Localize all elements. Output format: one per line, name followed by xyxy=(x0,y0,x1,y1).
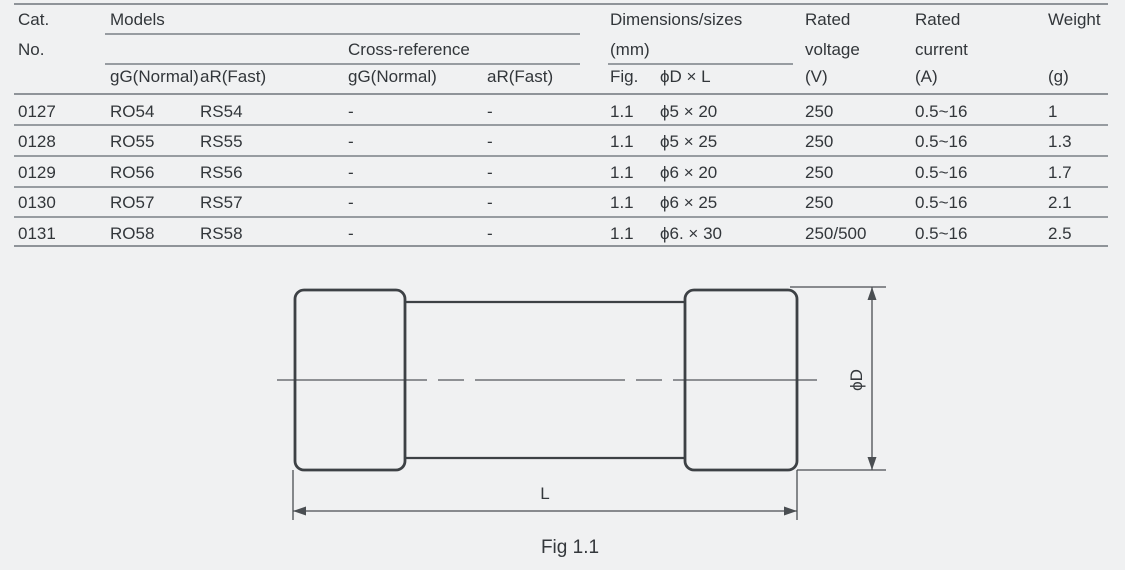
dim-l-arrow-left xyxy=(293,506,306,516)
cell-model-ar: RS58 xyxy=(200,224,243,243)
table-row: 0129 RO56 RS56 - - 1.1 ϕ6 × 20 250 0.5~1… xyxy=(14,159,1108,187)
table-top-rule xyxy=(14,3,1108,5)
cell-cat-no: 0131 xyxy=(18,224,56,243)
cell-model-gg: RO57 xyxy=(110,193,155,212)
table-row: 0130 RO57 RS57 - - 1.1 ϕ6 × 25 250 0.5~1… xyxy=(14,189,1108,217)
header-rated-voltage: Rated xyxy=(805,10,851,29)
header-dimensions: Dimensions/sizes xyxy=(610,10,743,29)
length-label: L xyxy=(540,484,549,503)
cell-model-ar: RS56 xyxy=(200,163,243,182)
cell-voltage: 250 xyxy=(805,102,834,121)
cell-model-ar: RS55 xyxy=(200,132,243,151)
cell-fig: 1.1 xyxy=(610,224,634,243)
cell-cross-ar: - xyxy=(487,163,493,182)
header-cross-gg: gG(Normal) xyxy=(348,67,437,86)
cell-model-gg: RO54 xyxy=(110,102,155,121)
cell-weight: 1.7 xyxy=(1048,163,1072,182)
cell-dxl: ϕ6 × 20 xyxy=(660,163,718,182)
fuse-left-cap xyxy=(293,288,407,472)
cell-current: 0.5~16 xyxy=(915,163,968,182)
row-separator-4 xyxy=(14,216,1108,218)
header-voltage-unit: (V) xyxy=(805,67,828,86)
cell-current: 0.5~16 xyxy=(915,193,968,212)
cell-voltage: 250 xyxy=(805,132,834,151)
cell-cross-ar: - xyxy=(487,224,493,243)
row-separator-2 xyxy=(14,155,1108,157)
cell-current: 0.5~16 xyxy=(915,224,968,243)
cell-current: 0.5~16 xyxy=(915,102,968,121)
cell-weight: 2.1 xyxy=(1048,193,1072,212)
cell-cat-no: 0130 xyxy=(18,193,56,212)
header-voltage: voltage xyxy=(805,40,860,59)
dim-d-arrow-up xyxy=(867,287,877,300)
header-no: No. xyxy=(18,40,45,59)
cell-dxl: ϕ6 × 25 xyxy=(660,193,718,212)
table-row: 0131 RO58 RS58 - - 1.1 ϕ6. × 30 250/500 … xyxy=(14,220,1108,248)
header-cross-reference: Cross-reference xyxy=(348,40,470,59)
cell-fig: 1.1 xyxy=(610,163,634,182)
header-fig: Fig. xyxy=(610,67,639,86)
fuse-right-cap xyxy=(683,288,799,472)
cell-cross-gg: - xyxy=(348,193,354,212)
table-row: 0128 RO55 RS55 - - 1.1 ϕ5 × 25 250 0.5~1… xyxy=(14,128,1108,156)
cell-cross-gg: - xyxy=(348,102,354,121)
cell-model-gg: RO55 xyxy=(110,132,155,151)
page-bottom-edge xyxy=(0,570,1125,579)
cell-cat-no: 0128 xyxy=(18,132,56,151)
table-row: 0127 RO54 RS54 - - 1.1 ϕ5 × 20 250 0.5~1… xyxy=(14,98,1108,126)
dim-l-arrow-right xyxy=(784,506,797,516)
cell-cross-ar: - xyxy=(487,193,493,212)
cell-cross-ar: - xyxy=(487,102,493,121)
cell-fig: 1.1 xyxy=(610,193,634,212)
dim-d-arrow-down xyxy=(867,457,877,470)
cell-model-ar: RS57 xyxy=(200,193,243,212)
cell-model-ar: RS54 xyxy=(200,102,243,121)
diameter-label: ϕD xyxy=(847,369,866,391)
cell-weight: 2.5 xyxy=(1048,224,1072,243)
header-current-unit: (A) xyxy=(915,67,938,86)
header-weight: Weight xyxy=(1048,10,1101,29)
header-bottom-rule xyxy=(14,93,1108,95)
cell-weight: 1 xyxy=(1048,102,1058,121)
header-current: current xyxy=(915,40,968,59)
header-models-gg: gG(Normal) xyxy=(110,67,199,86)
cell-voltage: 250 xyxy=(805,163,834,182)
header-cross-ar: aR(Fast) xyxy=(487,67,554,86)
cell-voltage: 250/500 xyxy=(805,224,867,243)
header-models: Models xyxy=(110,10,165,29)
cell-fig: 1.1 xyxy=(610,102,634,121)
cell-dxl: ϕ5 × 20 xyxy=(660,102,718,121)
cross-reference-underline xyxy=(105,63,580,65)
table-header-row-1: Cat. Models Dimensions/sizes Rated Rated… xyxy=(14,9,1108,31)
cell-voltage: 250 xyxy=(805,193,834,212)
mm-underline xyxy=(608,63,793,65)
cell-cross-gg: - xyxy=(348,132,354,151)
cell-cat-no: 0129 xyxy=(18,163,56,182)
cell-fig: 1.1 xyxy=(610,132,634,151)
cell-cross-gg: - xyxy=(348,163,354,182)
header-weight-unit: (g) xyxy=(1048,67,1069,86)
header-cat: Cat. xyxy=(18,10,50,29)
table-bottom-rule xyxy=(14,245,1108,247)
table-header-row-3: gG(Normal) aR(Fast) gG(Normal) aR(Fast) … xyxy=(14,66,1108,88)
fuse-diagram: ϕD L Fig 1.1 xyxy=(277,286,886,558)
cell-cat-no: 0127 xyxy=(18,102,56,121)
row-separator-3 xyxy=(14,186,1108,188)
models-underline xyxy=(105,33,580,35)
cell-model-gg: RO56 xyxy=(110,163,155,182)
cell-weight: 1.3 xyxy=(1048,132,1072,151)
cell-cross-ar: - xyxy=(487,132,493,151)
row-separator-1 xyxy=(14,124,1108,126)
header-models-ar: aR(Fast) xyxy=(200,67,267,86)
table-header-row-2: No. Cross-reference (mm) voltage current xyxy=(14,39,1108,61)
figure-caption: Fig 1.1 xyxy=(541,537,599,558)
header-rated-current: Rated xyxy=(915,10,961,29)
header-dimensions-unit: (mm) xyxy=(610,40,650,59)
cell-current: 0.5~16 xyxy=(915,132,968,151)
cell-cross-gg: - xyxy=(348,224,354,243)
cell-model-gg: RO58 xyxy=(110,224,155,243)
cell-dxl: ϕ6. × 30 xyxy=(660,224,722,243)
header-dxl: ϕD × L xyxy=(660,67,711,86)
cell-dxl: ϕ5 × 25 xyxy=(660,132,718,151)
